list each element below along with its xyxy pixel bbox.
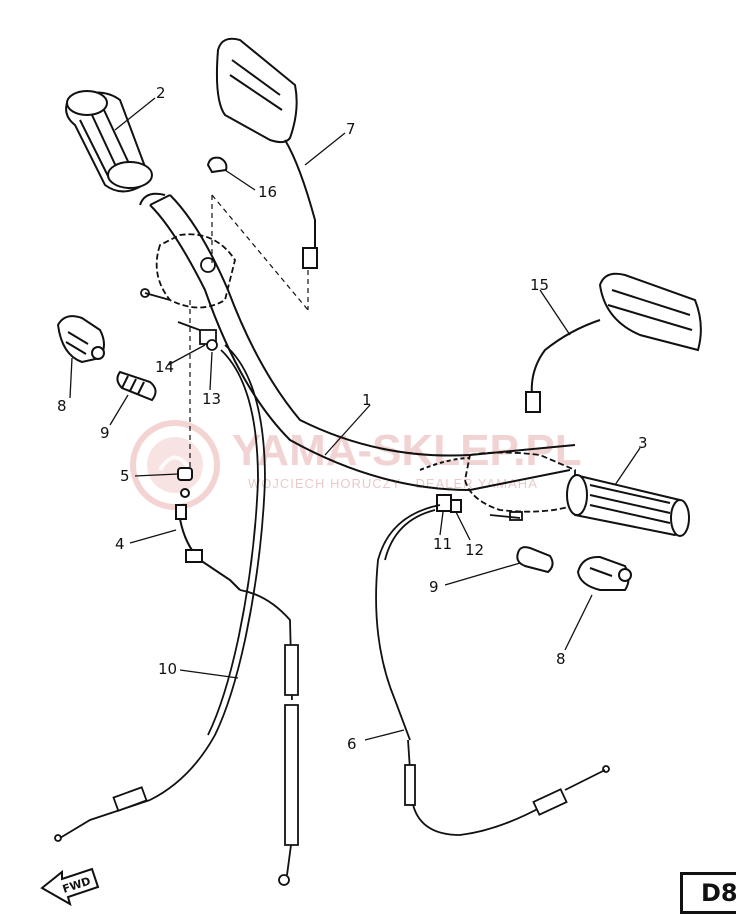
- callout-9-left: 9: [100, 424, 110, 442]
- watermark-subtitle: WOJCIECH HORUCZY - DEALER YAMAHA: [248, 476, 538, 491]
- left-switch-9: [116, 370, 157, 402]
- callout-8-left: 8: [57, 397, 67, 415]
- callout-2: 2: [156, 84, 166, 102]
- left-grip: [65, 90, 153, 193]
- cap-16: [206, 156, 228, 174]
- watermark: YAMA-SKLEP.PL WOJCIECH HORUCZY - DEALER …: [130, 420, 582, 510]
- cable-4: [175, 504, 241, 591]
- left-switch-housing: [155, 233, 236, 309]
- callout-10: 10: [158, 660, 177, 678]
- right-switch-8: [576, 555, 632, 591]
- callout-11: 11: [433, 535, 452, 553]
- cable-10: [54, 344, 299, 886]
- alignment-lines: [189, 194, 309, 470]
- right-switch-9: [516, 546, 554, 574]
- callout-7: 7: [346, 120, 356, 138]
- callout-13: 13: [202, 390, 221, 408]
- callout-9-right: 9: [429, 578, 439, 596]
- leader-lines: [69, 97, 641, 741]
- callout-3: 3: [638, 434, 648, 452]
- callout-14: 14: [155, 358, 174, 376]
- callout-1: 1: [362, 391, 372, 409]
- page-code: D8: [680, 872, 736, 914]
- callout-6: 6: [347, 735, 357, 753]
- cable-6: [375, 504, 610, 836]
- adjuster-11-12: [436, 494, 462, 513]
- right-switch-housing: [464, 451, 576, 521]
- clamp-screw: [140, 288, 218, 351]
- right-mirror: [525, 272, 702, 413]
- right-grip: [566, 473, 690, 537]
- left-mirror: [215, 37, 318, 269]
- nut-5: [177, 467, 193, 498]
- left-switch-8: [56, 315, 105, 364]
- callout-5: 5: [120, 467, 130, 485]
- callout-4: 4: [115, 535, 125, 553]
- callout-15: 15: [530, 276, 549, 294]
- callout-8-right: 8: [556, 650, 566, 668]
- callout-12: 12: [465, 541, 484, 559]
- callout-16: 16: [258, 183, 277, 201]
- callout-labels: 1 2 3 4 5 6 7 8 8 9 9 10 11 12 13 14 15 …: [57, 84, 648, 753]
- fwd-arrow: FWD: [40, 867, 100, 907]
